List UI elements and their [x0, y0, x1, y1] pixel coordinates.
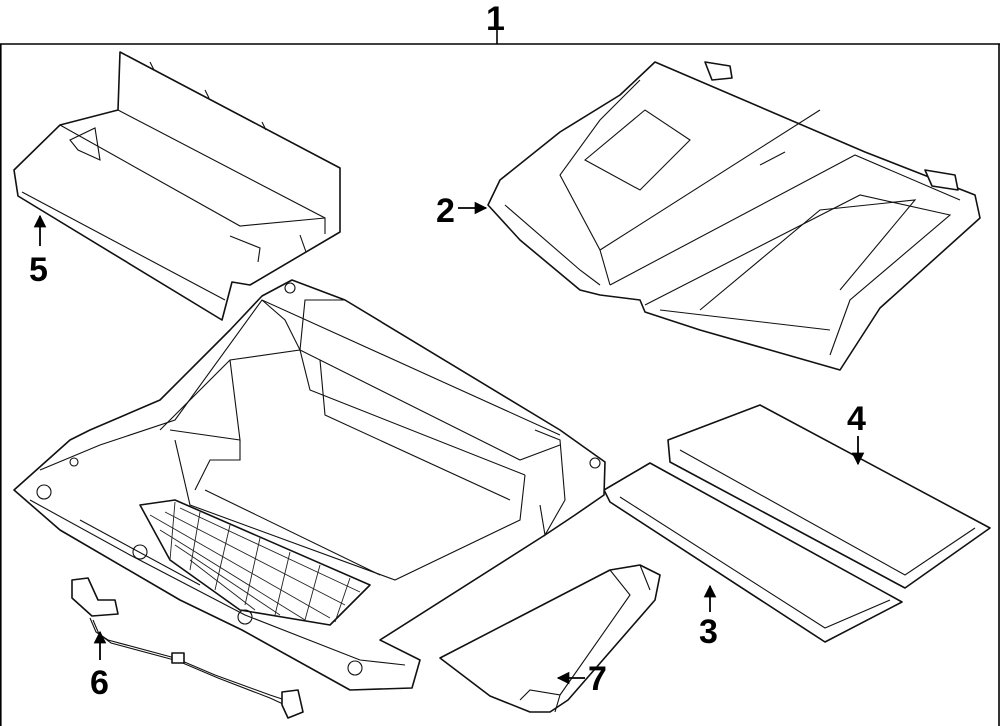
callout-6: 6 — [90, 664, 109, 702]
part-2-cover — [487, 61, 981, 371]
callout-2: 2 — [436, 192, 455, 230]
callout-5: 5 — [29, 251, 48, 289]
part-7-side-trim — [439, 564, 661, 713]
part-4-floor-panel — [667, 404, 991, 589]
callout-3: 3 — [699, 613, 718, 651]
part-5-trim-panel — [13, 51, 341, 321]
part-3-floor-panel — [603, 462, 903, 643]
main-tub-panel — [13, 279, 606, 691]
callout-leaders — [33, 201, 865, 685]
callout-1: 1 — [486, 0, 505, 38]
callout-7: 7 — [588, 660, 607, 698]
callout-4: 4 — [847, 400, 866, 438]
assembly-frame — [0, 30, 1000, 726]
